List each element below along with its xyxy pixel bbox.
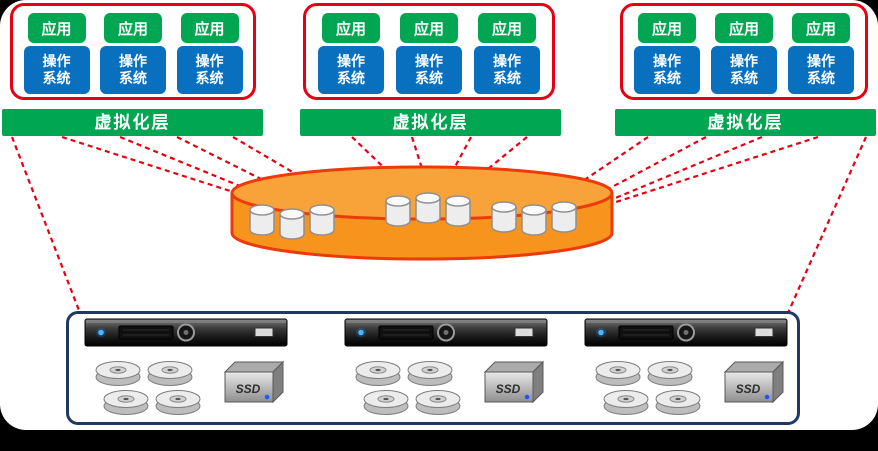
os-label: 操作系统 [493,53,521,86]
os-box: 操作系统 [23,46,90,94]
os-label: 操作系统 [730,53,758,86]
os-box: 操作系统 [711,46,777,94]
os-box: 操作系统 [788,46,854,94]
app-box: 应用 [638,13,696,43]
app-box: 应用 [400,13,458,43]
vm-group-2: 应用 操作系统 应用 操作系统 应用 操作系统 [303,3,555,100]
os-box: 操作系统 [634,46,700,94]
app-box: 应用 [104,13,162,43]
vm-stack: 应用 操作系统 [788,13,854,94]
vm-stack: 应用 操作系统 [396,13,462,94]
os-label: 操作系统 [415,53,443,86]
app-box: 应用 [792,13,850,43]
vm-stack: 应用 操作系统 [100,13,166,94]
vm-stack: 应用 操作系统 [176,13,243,94]
virtualization-layer-2: 虚拟化层 [300,109,561,136]
virtualization-layer-3: 虚拟化层 [615,109,876,136]
os-box: 操作系统 [474,46,540,94]
vm-group-3: 应用 操作系统 应用 操作系统 应用 操作系统 [620,3,868,100]
server-enclosure [66,311,800,425]
os-label: 操作系统 [119,53,147,86]
os-box: 操作系统 [396,46,462,94]
vm-stack: 应用 操作系统 [711,13,777,94]
os-box: 操作系统 [100,46,166,94]
os-label: 操作系统 [807,53,835,86]
os-label: 操作系统 [42,53,71,86]
vm-stack: 应用 操作系统 [634,13,700,94]
app-box: 应用 [322,13,380,43]
app-box: 应用 [715,13,773,43]
os-label: 操作系统 [653,53,681,86]
app-box: 应用 [180,13,239,43]
app-box: 应用 [478,13,536,43]
vm-group-1: 应用 操作系统 应用 操作系统 应用 操作系统 [10,3,256,100]
os-label: 操作系统 [337,53,365,86]
virtualization-layer-1: 虚拟化层 [2,109,263,136]
vm-stack: 应用 操作系统 [474,13,540,94]
os-box: 操作系统 [318,46,384,94]
vm-stack: 应用 操作系统 [318,13,384,94]
os-box: 操作系统 [176,46,243,94]
app-box: 应用 [27,13,86,43]
os-label: 操作系统 [195,53,224,86]
vm-stack: 应用 操作系统 [23,13,90,94]
